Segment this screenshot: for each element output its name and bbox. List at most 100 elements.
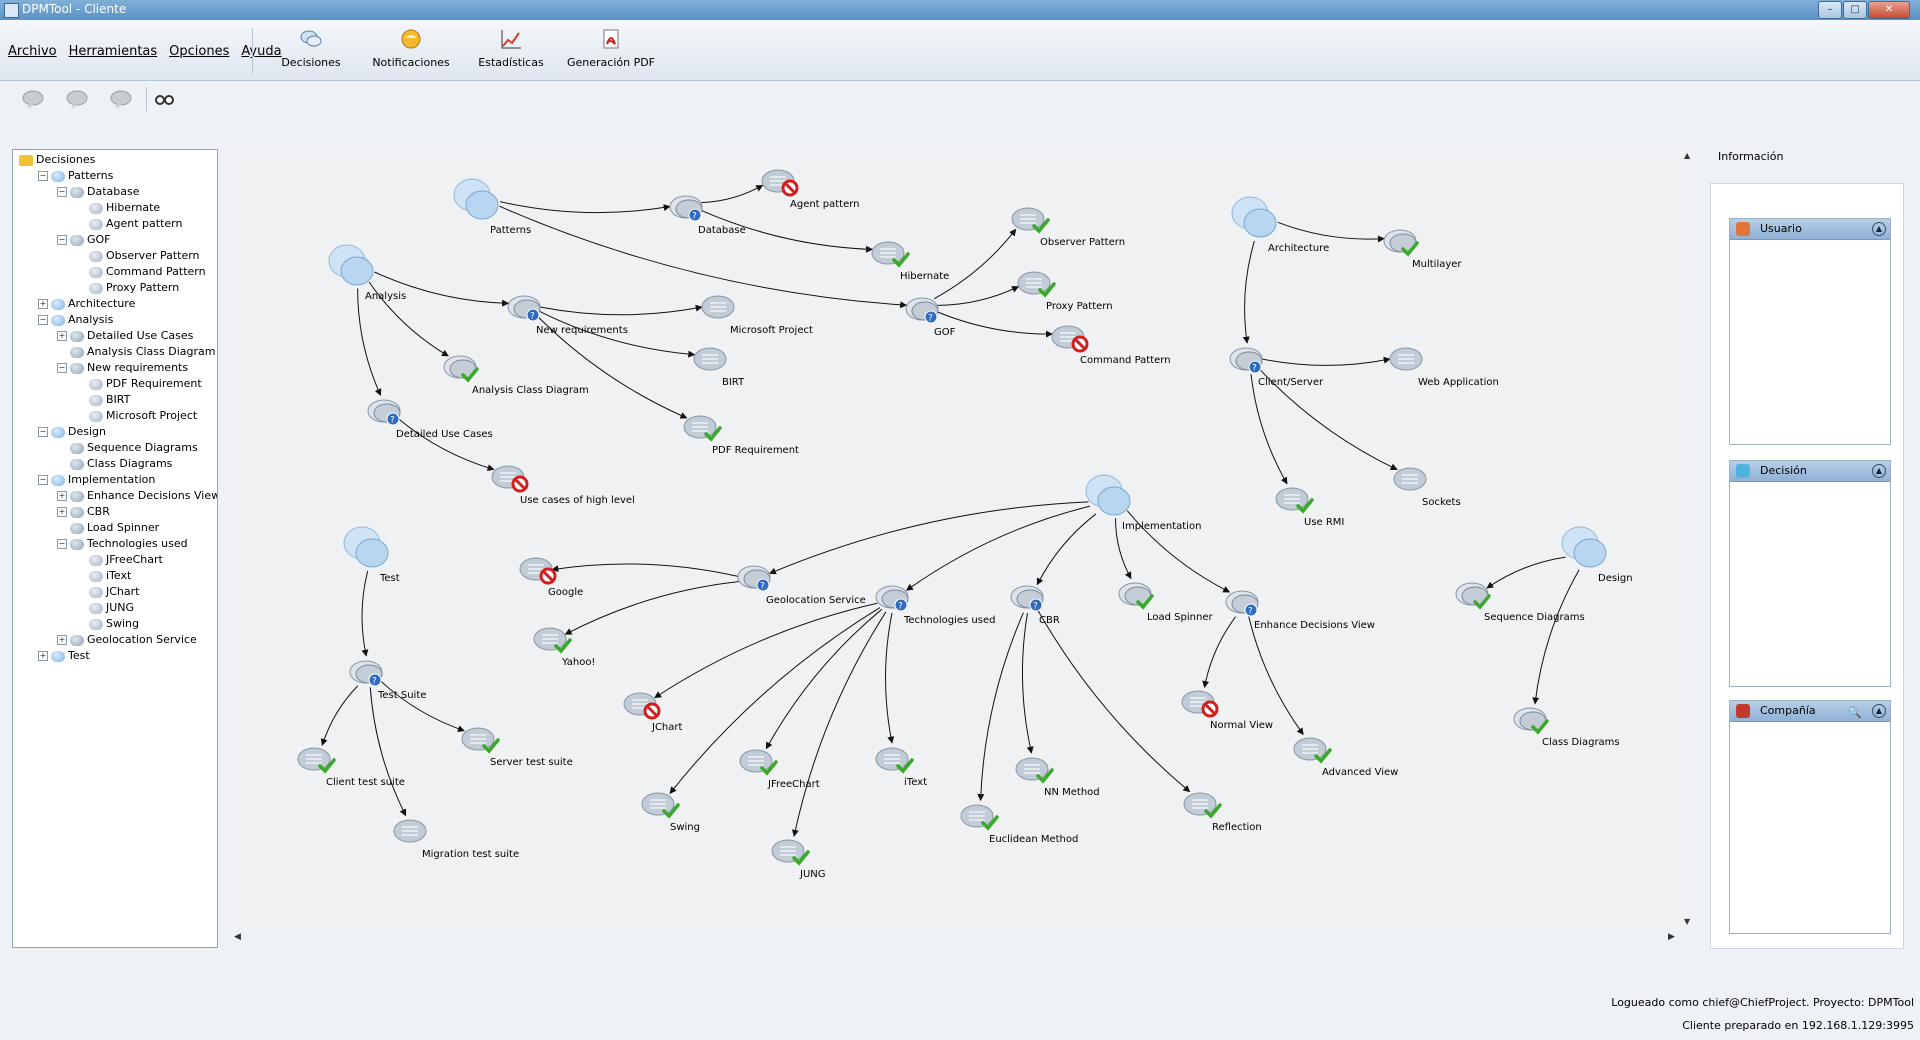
graph-node-geo[interactable]: ? — [737, 565, 771, 592]
tree-node[interactable]: BIRT — [76, 392, 130, 407]
scroll-left-arrow[interactable]: ◀ — [234, 932, 241, 942]
add-decision-icon[interactable] — [20, 88, 46, 110]
graph-node-advanced[interactable] — [1293, 737, 1332, 764]
tree-node[interactable]: −Design — [38, 424, 106, 439]
expand-icon[interactable]: + — [57, 491, 67, 501]
usuario-panel-header[interactable]: Usuario ▲ — [1730, 219, 1890, 240]
graph-node-database[interactable]: ? — [669, 195, 703, 222]
graph-node-test[interactable] — [343, 526, 389, 568]
notificaciones-button[interactable]: Notificaciones — [363, 28, 459, 69]
tree-node[interactable]: JChart — [76, 584, 139, 599]
scroll-right-arrow[interactable]: ▶ — [1668, 932, 1675, 942]
expand-icon[interactable]: + — [38, 299, 48, 309]
tree-node[interactable]: JUNG — [76, 600, 134, 615]
tree-node[interactable]: Observer Pattern — [76, 248, 200, 263]
graph-node-pdfreq[interactable] — [683, 415, 722, 442]
collapse-icon[interactable]: − — [57, 187, 67, 197]
collapse-icon[interactable]: ▲ — [1872, 464, 1886, 478]
maximize-button[interactable]: □ — [1843, 1, 1867, 19]
generacion-pdf-button[interactable]: Generación PDF — [563, 28, 659, 69]
tree-node[interactable]: JFreeChart — [76, 552, 163, 567]
graph-node-reflection[interactable] — [1183, 792, 1222, 819]
search-icon[interactable]: 🔍 — [1848, 706, 1862, 719]
graph-node-birt[interactable] — [693, 347, 727, 371]
graph-node-euclid[interactable] — [960, 804, 999, 831]
graph-node-agent[interactable] — [761, 169, 799, 197]
tree-node[interactable]: Agent pattern — [76, 216, 182, 231]
collapse-icon[interactable]: − — [57, 363, 67, 373]
tree-node[interactable]: −Technologies used — [57, 536, 188, 551]
graph-node-normal[interactable] — [1181, 690, 1219, 718]
collapse-icon[interactable]: − — [38, 475, 48, 485]
graph-node-command[interactable] — [1051, 325, 1089, 353]
tree-node[interactable]: −Analysis — [38, 312, 113, 327]
tree-node[interactable]: +Architecture — [38, 296, 135, 311]
edit-decision-icon[interactable] — [64, 88, 90, 110]
menu-archivo[interactable]: Archivo — [8, 44, 57, 59]
graph-node-yahoo[interactable] — [533, 627, 572, 654]
compania-panel-header[interactable]: Compañía 🔍 ▲ — [1730, 701, 1890, 722]
graph-node-cbr[interactable]: ? — [1010, 585, 1044, 612]
tree-node[interactable]: +Test — [38, 648, 90, 663]
horizontal-scrollbar[interactable]: ◀ ▶ — [232, 932, 1680, 944]
tree-node[interactable]: +Geolocation Service — [57, 632, 197, 647]
graph-node-architecture[interactable] — [1231, 196, 1277, 238]
scroll-up-arrow[interactable]: ▲ — [1684, 151, 1691, 160]
tree-node[interactable]: +Detailed Use Cases — [57, 328, 193, 343]
tree-node[interactable]: −Implementation — [38, 472, 155, 487]
estadisticas-button[interactable]: Estadísticas — [463, 28, 559, 69]
decision-panel-header[interactable]: Decisión ▲ — [1730, 461, 1890, 482]
graph-node-multilayer[interactable] — [1383, 229, 1419, 257]
graph-node-newreq[interactable]: ? — [507, 295, 541, 322]
collapse-icon[interactable]: − — [57, 539, 67, 549]
tree-node[interactable]: Microsoft Project — [76, 408, 197, 423]
minimize-button[interactable]: – — [1818, 1, 1842, 19]
graph-node-cls[interactable] — [1513, 707, 1549, 735]
tree-node[interactable]: Decisiones — [19, 152, 95, 167]
graph-node-observer[interactable] — [1011, 207, 1050, 234]
tree-node[interactable]: −New requirements — [57, 360, 188, 375]
delete-decision-icon[interactable] — [108, 88, 134, 110]
graph-node-duc[interactable]: ? — [367, 399, 401, 426]
graph-node-jfree[interactable] — [739, 749, 778, 776]
graph-node-itext[interactable] — [875, 747, 914, 774]
graph-node-tech[interactable]: ? — [875, 585, 909, 612]
tree-node[interactable]: +Enhance Decisions View — [57, 488, 217, 503]
tree-node[interactable]: PDF Requirement — [76, 376, 202, 391]
graph-node-msproject[interactable] — [701, 295, 735, 319]
graph-node-spinner[interactable] — [1118, 582, 1154, 610]
graph-node-clientserver[interactable]: ? — [1229, 347, 1263, 374]
collapse-icon[interactable]: − — [38, 315, 48, 325]
tree-node[interactable]: Hibernate — [76, 200, 160, 215]
tree-node[interactable]: Load Spinner — [57, 520, 159, 535]
tree-node[interactable]: Swing — [76, 616, 139, 631]
graph-node-proxy[interactable] — [1017, 271, 1056, 298]
graph-node-userml[interactable] — [1275, 487, 1314, 514]
expand-icon[interactable]: + — [38, 651, 48, 661]
expand-icon[interactable]: + — [57, 331, 67, 341]
tree-node[interactable]: Class Diagrams — [57, 456, 172, 471]
graph-node-serversuite[interactable] — [461, 727, 500, 754]
graph-node-implementation[interactable] — [1085, 474, 1131, 516]
graph-node-clientsuite[interactable] — [297, 747, 336, 774]
tree-node[interactable]: Proxy Pattern — [76, 280, 179, 295]
tree-node[interactable]: −Database — [57, 184, 140, 199]
vertical-scrollbar[interactable]: ▲ ▼ — [1682, 149, 1694, 934]
graph-node-jchart[interactable] — [623, 692, 661, 720]
graph-node-nn[interactable] — [1015, 757, 1054, 784]
graph-node-seq[interactable] — [1455, 582, 1491, 610]
collapse-icon[interactable]: − — [57, 235, 67, 245]
collapse-icon[interactable]: ▲ — [1872, 704, 1886, 718]
tree-node[interactable]: Command Pattern — [76, 264, 206, 279]
graph-node-migration[interactable] — [393, 819, 427, 843]
collapse-icon[interactable]: − — [38, 427, 48, 437]
graph-node-jung[interactable] — [771, 839, 810, 866]
graph-node-sockets[interactable] — [1393, 467, 1427, 491]
view-icon[interactable] — [152, 88, 178, 110]
tree-node[interactable]: iText — [76, 568, 131, 583]
expand-icon[interactable]: + — [57, 507, 67, 517]
graph-node-suite[interactable]: ? — [349, 660, 383, 687]
tree-node[interactable]: Sequence Diagrams — [57, 440, 198, 455]
graph-node-swing[interactable] — [641, 792, 680, 819]
